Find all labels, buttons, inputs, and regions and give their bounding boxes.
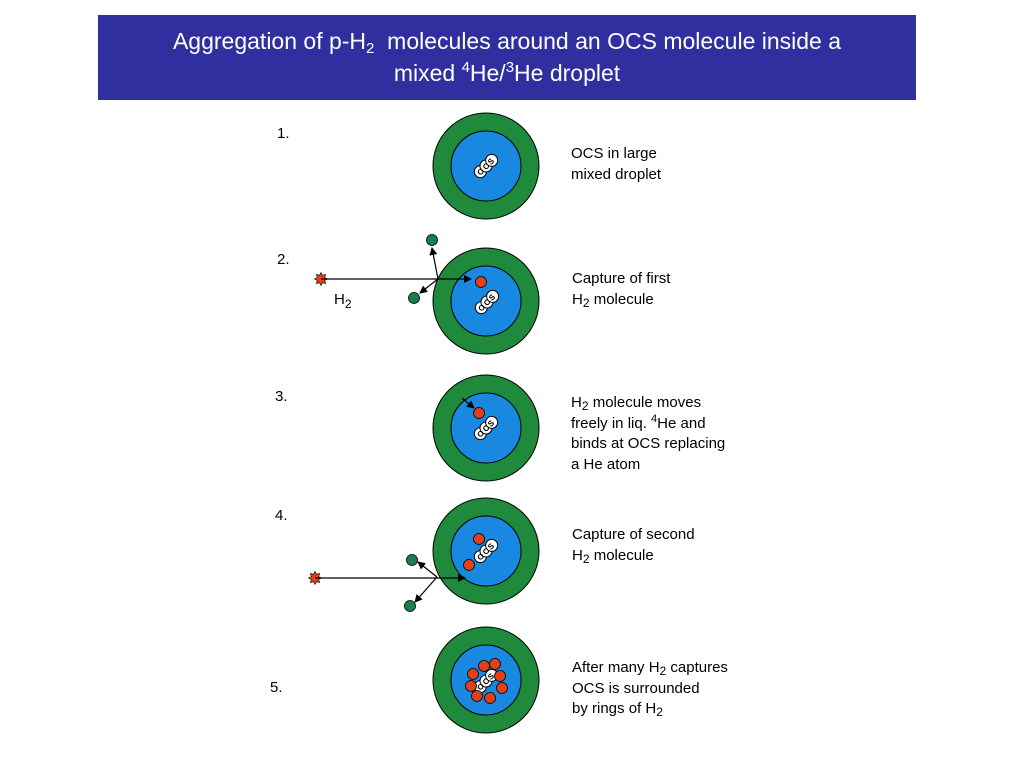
title-text: Aggregation of p-H: [172, 28, 367, 54]
caption-line: mixed droplet: [571, 165, 662, 183]
step-number-3: 3.: [275, 388, 288, 405]
droplet-4: OCS: [432, 497, 540, 605]
label-subscript: 2: [344, 297, 352, 311]
caption-line: Capture of first: [572, 270, 671, 287]
he-ejection-arrow: [417, 561, 438, 578]
caption-subscript: 2: [582, 551, 590, 566]
caption-line: H2 molecule: [572, 290, 670, 311]
caption-line: OCS is surrounded: [572, 679, 700, 697]
caption-line: binds at OCS replacing: [571, 435, 726, 452]
caption-text: captures: [666, 659, 728, 676]
h2-molecule: [473, 533, 485, 545]
ocs-atom: [485, 153, 499, 167]
title-text: He droplet: [514, 60, 621, 86]
title-superscript: 3: [505, 59, 515, 76]
h2-molecule: [484, 692, 496, 704]
caption-text: molecule: [589, 290, 654, 308]
he-atom: [404, 600, 416, 612]
caption-line: Capture of second: [572, 526, 695, 543]
caption-step-5: After many H2 captures OCS is surrounded…: [572, 658, 728, 720]
caption-superscript: 4: [651, 412, 658, 425]
caption-text: H: [571, 394, 582, 411]
ocs-atom: [485, 415, 499, 429]
step-number-4: 4.: [275, 507, 288, 524]
h2-molecule: [496, 682, 508, 694]
caption-line: After many H2 captures: [572, 658, 728, 679]
caption-subscript: 2: [582, 295, 590, 310]
caption-subscript: 2: [659, 664, 667, 678]
he-ejection-arrow: [419, 278, 439, 294]
caption-text: He and: [657, 414, 706, 432]
h2-molecule: [489, 658, 501, 670]
caption-line: H2 molecule: [572, 546, 695, 567]
title-line-1: Aggregation of p-H2 molecules around an …: [98, 25, 916, 57]
caption-step-3: H2 molecule moves freely in liq. 4He and…: [571, 393, 725, 475]
h2-molecule: [467, 668, 479, 680]
caption-text: by rings of H: [572, 700, 657, 717]
title-line-2: mixed 4He/3He droplet: [98, 57, 916, 89]
title-subscript: 2: [366, 40, 375, 57]
caption-line: a He atom: [571, 455, 641, 473]
he-atom: [426, 234, 438, 246]
title-superscript: 4: [461, 59, 470, 76]
caption-step-2: Capture of first H2 molecule: [572, 269, 670, 310]
step-number-5: 5.: [270, 679, 283, 696]
he-ejection-arrow: [414, 576, 438, 603]
caption-subscript: 2: [656, 705, 663, 719]
ocs-atom: [485, 538, 499, 552]
h2-incoming-label: H2: [334, 291, 352, 311]
ocs-atom: [486, 289, 500, 303]
droplet-3: OCS: [432, 374, 540, 482]
h2-molecule: [471, 690, 483, 702]
droplet-2: OCS: [432, 247, 540, 355]
caption-text: freely in liq.: [571, 414, 652, 432]
h2-molecule: [465, 680, 477, 692]
he-atom: [408, 292, 420, 304]
ocs-molecule: OCS: [473, 153, 499, 179]
h2-molecule: [473, 407, 485, 419]
caption-line: by rings of H2: [572, 699, 728, 720]
title-banner: Aggregation of p-H2 molecules around an …: [98, 15, 916, 100]
h2-molecule: [475, 276, 487, 288]
h2-motion-arrow: [461, 397, 475, 409]
caption-text: H: [572, 546, 583, 564]
caption-text: molecule moves: [588, 394, 702, 411]
caption-step-1: OCS in large mixed droplet: [571, 144, 661, 185]
step-number-1: 1.: [277, 125, 290, 142]
caption-step-4: Capture of second H2 molecule: [572, 525, 695, 566]
caption-text: After many H: [572, 659, 660, 676]
caption-text: molecule: [589, 546, 654, 564]
he-ejection-arrow: [429, 247, 439, 280]
droplet-1: OCS: [432, 112, 540, 220]
label-text: H: [334, 291, 345, 308]
h2-molecule: [494, 670, 506, 682]
droplet-5: OCS: [432, 626, 540, 734]
title-text: He/: [469, 60, 506, 86]
h2-molecule: [463, 559, 475, 571]
title-text: molecules around an OCS molecule inside …: [374, 28, 842, 54]
caption-line: H2 molecule moves: [571, 393, 725, 414]
caption-subscript: 2: [581, 399, 589, 413]
h2-molecule: [478, 660, 490, 672]
title-text: mixed: [393, 60, 462, 86]
caption-line: freely in liq. 4He and: [571, 412, 725, 435]
caption-line: OCS in large: [571, 145, 657, 162]
he-atom: [406, 554, 418, 566]
caption-text: H: [572, 290, 583, 308]
step-number-2: 2.: [277, 251, 290, 268]
